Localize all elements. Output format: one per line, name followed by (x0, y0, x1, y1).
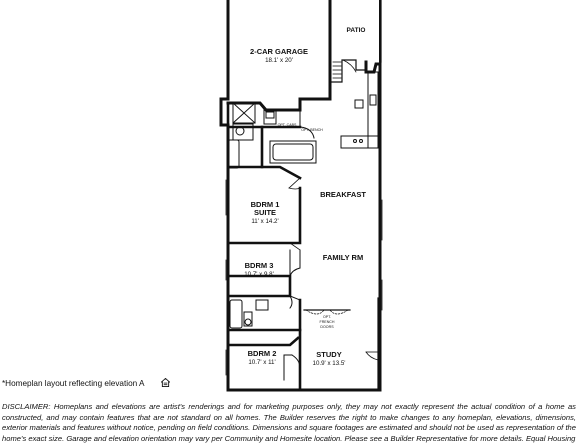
garage-label: 2-CAR GARAGE (250, 47, 308, 56)
study-dims: 10.9' x 13.5' (313, 360, 346, 367)
kitchen-counter (340, 71, 381, 149)
opt-french-doors-label-1: OPT. (323, 315, 331, 319)
bdrm2-label: BDRM 2 (248, 349, 277, 358)
bdrm3-closet (289, 249, 301, 277)
bdrm1-dims: 11' x 14.2' (251, 218, 278, 225)
interior-walls (226, 101, 302, 392)
bdrm1-door (288, 177, 301, 251)
family-rm-label: FAMILY RM (323, 253, 363, 262)
disclaimer-label: DISCLAIMER: (2, 402, 51, 411)
patio-label: PATIO (347, 27, 366, 34)
hall-bath (229, 295, 301, 329)
bdrm2-dims: 10.7' x 11' (248, 359, 275, 366)
patio-door (332, 59, 357, 79)
primary-bath (227, 123, 317, 169)
breakfast-label: BREAKFAST (320, 190, 366, 199)
opt-french-doors-label-3: DOORS (320, 325, 334, 329)
disclaimer-text: Homeplans and elevations are artist's re… (2, 402, 576, 443)
study-label: STUDY (316, 350, 341, 359)
garage-dims: 18.1' x 20' (265, 57, 293, 64)
bdrm1-label: BDRM 1 (251, 200, 280, 209)
opt-french-doors-label-2: FRENCH (320, 320, 335, 324)
floor-plan: 2-CAR GARAGE 18.1' x 20' PATIO BREAKFAST… (219, 0, 383, 392)
study-door (365, 351, 379, 361)
opt-bench-label: OPT. BENCH (301, 128, 323, 132)
bdrm2-door (283, 354, 301, 381)
opt-cabs-label: OPT. CABS (278, 123, 297, 127)
bdrm3-label: BDRM 3 (245, 261, 274, 270)
utility-area (232, 102, 315, 139)
homeplan-footnote: *Homeplan layout reflecting elevation A (2, 379, 145, 388)
bdrm1-suite-label: SUITE (254, 208, 276, 217)
patio-outline (329, 0, 382, 83)
disclaimer: DISCLAIMER: Homeplans and elevations are… (2, 402, 576, 444)
windows (225, 179, 383, 376)
french-doors (303, 309, 351, 315)
bdrm3-dims: 10.7' x 9.8' (244, 271, 274, 278)
equal-housing-opportunity-icon (161, 378, 170, 387)
